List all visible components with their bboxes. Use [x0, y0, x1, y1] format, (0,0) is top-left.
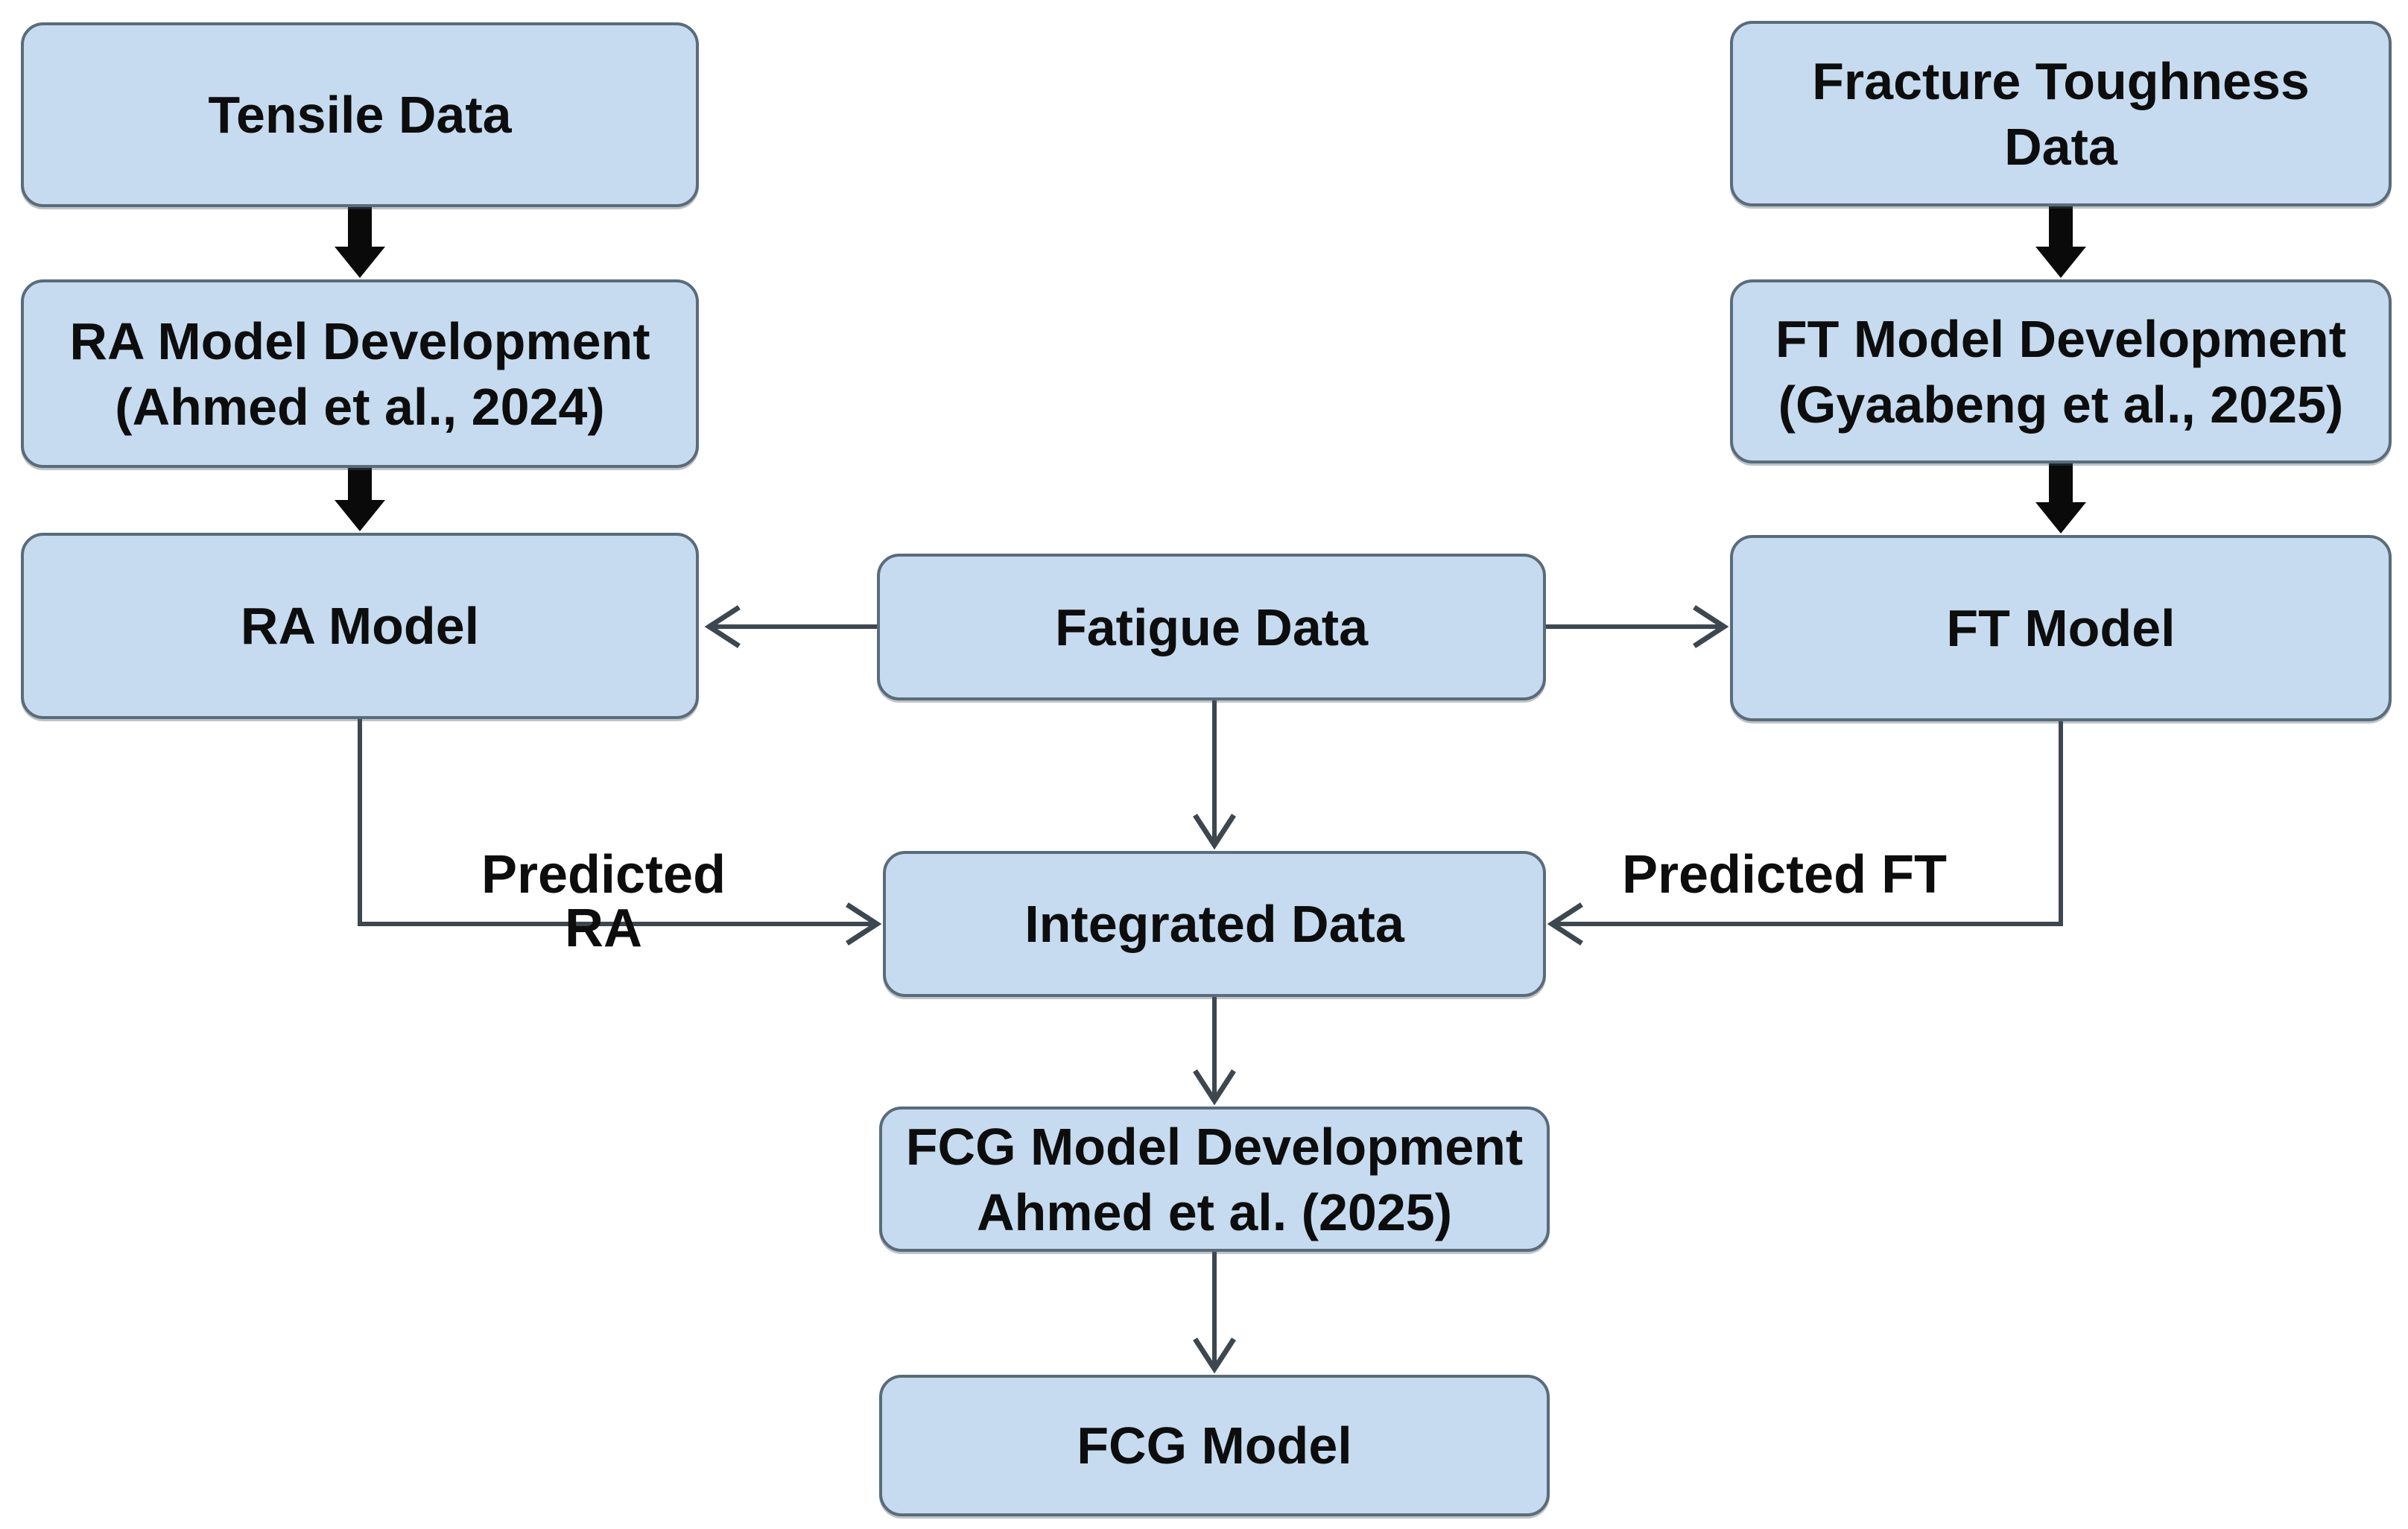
thick-down-arrow-icon — [335, 468, 385, 531]
node-label: RA Model — [240, 597, 480, 655]
edge-ra-model-to-integrated — [358, 719, 882, 946]
edge-ft-model-to-integrated — [1547, 721, 2063, 946]
node-label: FCG Model — [1077, 1416, 1352, 1475]
node-label-line2: (Ahmed et al., 2024) — [115, 377, 605, 436]
thick-down-arrow-icon — [335, 207, 385, 278]
node-ft-model: FT Model — [1730, 535, 2392, 721]
node-fcg-model-development: FCG Model Development Ahmed et al. (2025… — [879, 1107, 1550, 1252]
node-ft-model-development: FT Model Development (Gyaabeng et al., 2… — [1730, 279, 2392, 463]
node-label-line1: Fracture Toughness — [1812, 51, 2310, 110]
node-label-line1: FCG Model Development — [905, 1117, 1524, 1176]
node-fatigue-data: Fatigue Data — [877, 554, 1546, 700]
thick-down-arrow-icon — [2035, 206, 2086, 278]
node-ra-model: RA Model — [21, 533, 699, 719]
node-label: Tensile Data — [208, 86, 512, 144]
node-ra-model-development: RA Model Development (Ahmed et al., 2024… — [21, 279, 699, 468]
node-fcg-model: FCG Model — [879, 1375, 1550, 1516]
thick-down-arrow-icon — [2035, 463, 2086, 534]
node-label-line2: Data — [2004, 117, 2117, 176]
node-integrated-data: Integrated Data — [883, 851, 1546, 997]
node-fracture-toughness-data: Fracture Toughness Data — [1730, 21, 2392, 206]
node-label: FT Model — [1946, 599, 2176, 657]
node-label-line1: RA Model Development — [69, 311, 650, 370]
node-label-line2: Ahmed et al. (2025) — [977, 1183, 1452, 1241]
node-label: Integrated Data — [1024, 895, 1404, 953]
edge-label-predicted-ra: Predicted RA — [481, 845, 726, 958]
node-label-line1: FT Model Development — [1775, 309, 2347, 368]
node-label: Fatigue Data — [1054, 598, 1369, 656]
node-tensile-data: Tensile Data — [21, 22, 699, 207]
edge-label-predicted-ft: Predicted FT — [1621, 845, 1948, 905]
node-label-line2: (Gyaabeng et al., 2025) — [1778, 375, 2344, 434]
